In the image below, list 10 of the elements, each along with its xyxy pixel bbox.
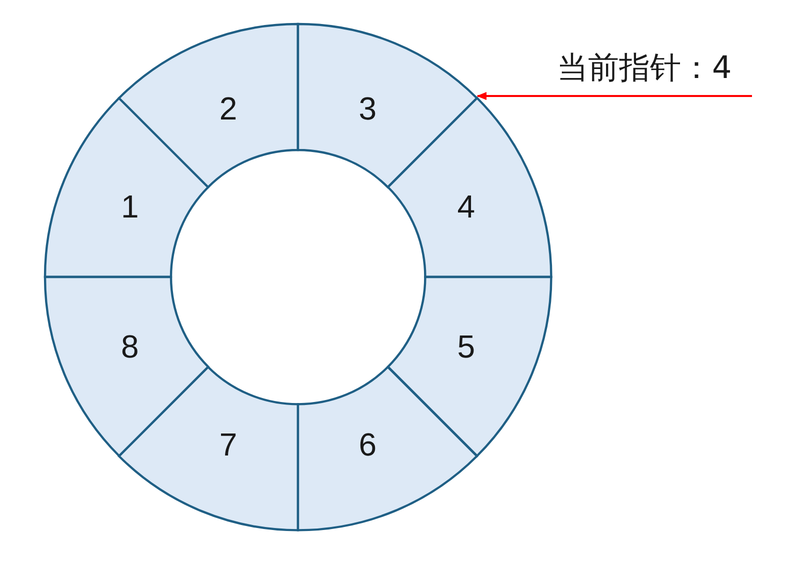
segment-number: 3 <box>358 90 377 128</box>
arrow <box>476 92 752 100</box>
pointer-label: 当前指针：4 <box>557 49 732 88</box>
segment-number: 2 <box>219 90 238 128</box>
segment-number: 7 <box>219 426 238 464</box>
segment-number: 1 <box>120 188 139 226</box>
segment-number: 5 <box>457 328 476 366</box>
segment-number: 6 <box>358 426 377 464</box>
segment-number: 8 <box>120 328 139 366</box>
segment-number: 4 <box>457 188 476 226</box>
